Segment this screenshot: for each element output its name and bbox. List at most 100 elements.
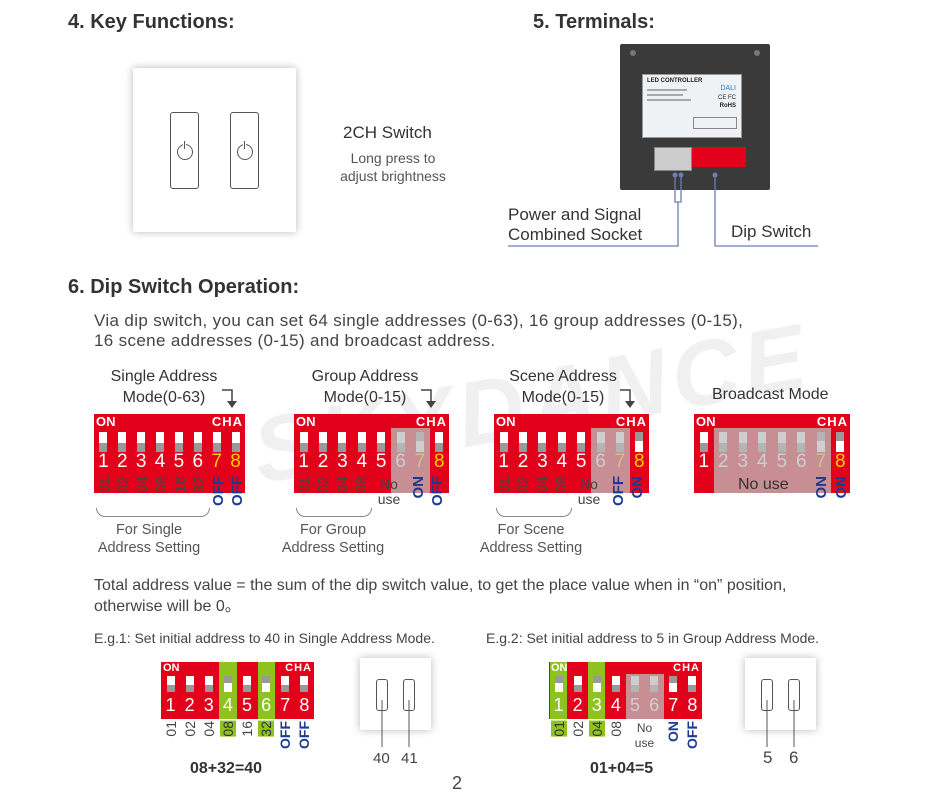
power-icon xyxy=(176,141,193,160)
toggle-knob xyxy=(435,443,444,452)
dip-number: 8 xyxy=(299,695,310,715)
mode-title-line: Mode(0-63) xyxy=(122,389,206,406)
key-desc-line: Long press to xyxy=(350,150,436,166)
dip-number: 3 xyxy=(337,451,348,472)
dip-number: 8 xyxy=(834,451,846,472)
foot-line: For Group xyxy=(299,522,367,538)
toggle-knob xyxy=(338,443,347,452)
dip-number: 5 xyxy=(242,695,253,715)
dip-value-label: 02 xyxy=(569,721,586,737)
broadcast-label: ON xyxy=(833,476,850,499)
toggle-knob xyxy=(538,443,547,452)
dip-number: 3 xyxy=(537,451,548,472)
example-2-pointers xyxy=(766,700,795,747)
dip-toggle-3 xyxy=(204,676,213,692)
dip-value-label: OFF xyxy=(609,476,627,506)
toggle-knob xyxy=(137,443,146,452)
dip-toggle-1 xyxy=(99,432,108,452)
toggle-knob xyxy=(377,443,386,452)
dip-value-label: 32 xyxy=(258,721,275,737)
dip-number: 4 xyxy=(610,695,621,715)
toggle-knob xyxy=(635,432,644,441)
dip-value-label: 01 xyxy=(95,476,113,493)
dip-toggle-1 xyxy=(554,676,563,692)
dip-on-label: ON xyxy=(551,662,568,674)
dip-cha-label: CHA xyxy=(615,414,647,429)
dip-number: 6 xyxy=(261,695,272,715)
dip-number: 3 xyxy=(591,695,602,715)
channel-1-key xyxy=(170,112,199,189)
toggle-knob xyxy=(299,443,308,452)
dip-toggle-6 xyxy=(262,676,271,692)
toggle-knob xyxy=(231,443,240,452)
dip-value-label: 04 xyxy=(533,476,551,493)
controller-back-image: LED CONTROLLER DALI CE FC RoHS xyxy=(620,44,770,190)
key-address-41: 41 xyxy=(401,750,418,767)
wall-panel-image xyxy=(133,68,296,232)
dip-toggle-3 xyxy=(137,432,146,452)
mode-title-broadcast: Broadcast Mode xyxy=(712,386,829,403)
dip-toggle-3 xyxy=(338,432,347,452)
broadcast-no-use: No use xyxy=(738,476,789,493)
dip-value-label: 08 xyxy=(152,476,170,493)
dip-number: 4 xyxy=(556,451,568,472)
dip-number: 1 xyxy=(698,451,710,472)
toggle-knob xyxy=(223,676,232,683)
dip-toggle-8 xyxy=(435,432,444,452)
dip-toggle-2 xyxy=(185,676,194,692)
dip-number: 6 xyxy=(192,451,204,472)
key-description: Long press to adjust brightness xyxy=(328,149,458,185)
dip-value-label: 04 xyxy=(200,721,217,737)
dip-toggle-8 xyxy=(635,432,644,452)
dip-intro: Via dip switch, you can set 64 single ad… xyxy=(94,311,743,351)
foot-line: Address Setting xyxy=(97,540,201,556)
brace-single xyxy=(96,508,210,517)
no-use-text: No xyxy=(580,476,598,492)
no-use-text: No xyxy=(380,476,398,492)
dip-number: 8 xyxy=(687,695,698,715)
dip-value-label: 01 xyxy=(162,721,179,737)
no-use-overlay xyxy=(625,674,664,719)
foot-line: For Scene xyxy=(497,522,565,538)
key-title: 2CH Switch xyxy=(343,123,432,142)
no-use-overlay xyxy=(713,428,831,493)
dip-toggle-7 xyxy=(281,676,290,692)
no-use-overlay xyxy=(590,428,630,493)
toggle-knob xyxy=(193,443,202,452)
toggle-knob xyxy=(611,685,620,692)
mode-title-line: Single Address xyxy=(110,368,218,385)
toggle-knob xyxy=(592,676,601,683)
dip-toggle-3 xyxy=(592,676,601,692)
dip-value-label: 02 xyxy=(514,476,532,493)
dip-value-label: OFF xyxy=(277,721,294,749)
dip-heading: 6. Dip Switch Operation: xyxy=(68,276,300,298)
key-desc-line: adjust brightness xyxy=(340,168,446,184)
screw-icon xyxy=(754,50,760,56)
dip-value-label: 32 xyxy=(190,476,208,493)
dip-toggle-2 xyxy=(118,432,127,452)
dip-toggle-7 xyxy=(669,676,678,692)
dip-toggle-2 xyxy=(573,676,582,692)
dip-on-label: ON xyxy=(696,414,716,429)
dip-toggle-2 xyxy=(519,432,528,452)
terminals-heading: 5. Terminals: xyxy=(533,11,655,33)
dip-cha-label: CHA xyxy=(415,414,447,429)
dip-toggle-4 xyxy=(557,432,566,452)
toggle-knob xyxy=(499,443,508,452)
dip-number: 2 xyxy=(572,695,583,715)
dip-cha-label: CHA xyxy=(211,414,243,429)
broadcast-label: ON xyxy=(813,476,830,499)
dip-toggle-1 xyxy=(166,676,175,692)
dip-toggle-8 xyxy=(836,432,845,452)
no-use-text: use xyxy=(377,491,401,507)
total-line: otherwise will be 0。 xyxy=(94,598,241,615)
foot-line: For Single xyxy=(115,522,183,538)
example-2-title: E.g.2: Set initial address to 5 in Group… xyxy=(486,630,820,646)
dip-number: 8 xyxy=(434,451,445,472)
